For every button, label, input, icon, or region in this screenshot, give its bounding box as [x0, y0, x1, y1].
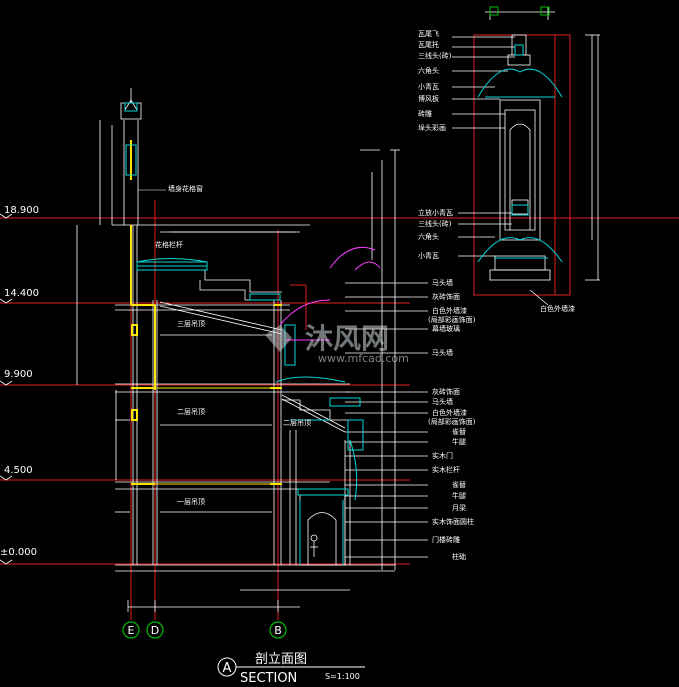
axis-label-b: B [274, 624, 282, 637]
right-label-14: 雀替 [452, 480, 466, 489]
level-14400: 14.400 [4, 288, 39, 299]
right-label-13: 实木栏杆 [432, 465, 460, 474]
cyan-ornaments [124, 102, 364, 565]
label-flower-window: 墙身花格窗 [168, 184, 203, 193]
top-label-7: 垛头彩画 [418, 123, 446, 132]
right-label-8: 白色外墙漆 [432, 408, 467, 417]
watermark: 沐风网 www.mfcad.com [265, 322, 409, 365]
label-ceiling3: 三层吊顶 [177, 320, 205, 328]
right-label-0: 马头墙 [432, 278, 453, 287]
level-4500: 4.500 [4, 465, 33, 476]
watermark-url: www.mfcad.com [318, 352, 409, 365]
magenta-accents [279, 246, 381, 341]
title-block: A 剖立面图 SECTION S=1:100 [217, 652, 365, 686]
label-ceiling2: 二层吊顶 [177, 408, 205, 416]
right-label-19: 柱础 [452, 552, 466, 561]
right-label-15: 牛腿 [452, 491, 466, 500]
right-label-2: 白色外墙漆 [432, 306, 467, 315]
right-label-12: 实木门 [432, 451, 453, 460]
building-outline [76, 88, 428, 612]
section-marker: A [223, 661, 232, 676]
top-label-0: 瓦尾飞 [418, 30, 439, 38]
watermark-logo-icon [265, 325, 292, 352]
detail-drawing: 瓦尾飞 瓦尾托 三线头(砖) 六角头 小青瓦 博风板 砖雕 垛头彩画 立放小青瓦… [418, 6, 600, 313]
top-label-5: 博风板 [418, 94, 439, 103]
axis-bubble-e [122, 621, 140, 639]
right-label-5: 马头墙 [432, 348, 453, 357]
axis-label-d: D [151, 624, 159, 637]
axis-bubble-b [269, 621, 287, 639]
axis-label-e: E [128, 624, 135, 637]
axis-bubble-d [146, 621, 164, 639]
right-label-17: 实木饰面圆柱 [432, 517, 474, 526]
right-label-7: 马头墙 [432, 397, 453, 406]
right-label-10: 雀替 [452, 427, 466, 436]
right-label-16: 月梁 [452, 503, 466, 512]
right-label-11: 牛腿 [452, 437, 466, 446]
mid-label-0: 立放小青瓦 [418, 208, 453, 217]
right-label-1: 灰砖饰面 [432, 292, 460, 301]
section-scale: S=1:100 [325, 672, 360, 681]
right-label-6: 灰砖饰面 [432, 387, 460, 396]
section-subtitle: SECTION [240, 671, 297, 686]
top-label-6: 砖雕 [418, 109, 432, 118]
right-labels: 马头墙 灰砖饰面 白色外墙漆 (局部彩画饰面) 幕墙玻璃 马头墙 灰砖饰面 马头… [428, 278, 476, 561]
mid-label-2: 六角头 [418, 232, 439, 241]
label-ceiling1: 一层吊顶 [177, 498, 205, 506]
section-title: 剖立面图 [255, 652, 307, 667]
level-9900: 9.900 [4, 369, 33, 380]
watermark-text: 沐风网 [305, 322, 389, 355]
level-markers [0, 213, 13, 565]
top-label-3: 六角头 [418, 66, 439, 75]
level-lines [0, 217, 679, 565]
yellow-structure [130, 140, 282, 485]
right-label-18: 门楼砖雕 [432, 535, 460, 544]
top-label-1: 瓦尾托 [418, 40, 439, 49]
detail-bottom-label: 白色外墙漆 [540, 304, 575, 313]
grid-axes: E D B [122, 621, 287, 639]
right-label-9: (局部彩画饰面) [428, 417, 476, 426]
right-label-4: 幕墙玻璃 [432, 324, 460, 333]
label-flower-fence: 花格栏杆 [155, 240, 183, 249]
right-label-3: (局部彩画饰面) [428, 315, 476, 324]
label-ceiling2b: 二层吊顶 [283, 419, 311, 427]
level-18900: 18.900 [4, 205, 39, 216]
top-label-2: 三线头(砖) [418, 51, 452, 60]
top-label-4: 小青瓦 [418, 82, 439, 91]
level-0: ±0.000 [0, 547, 37, 558]
mid-label-1: 三线头(砖) [418, 219, 452, 228]
mid-label-3: 小青瓦 [418, 251, 439, 260]
